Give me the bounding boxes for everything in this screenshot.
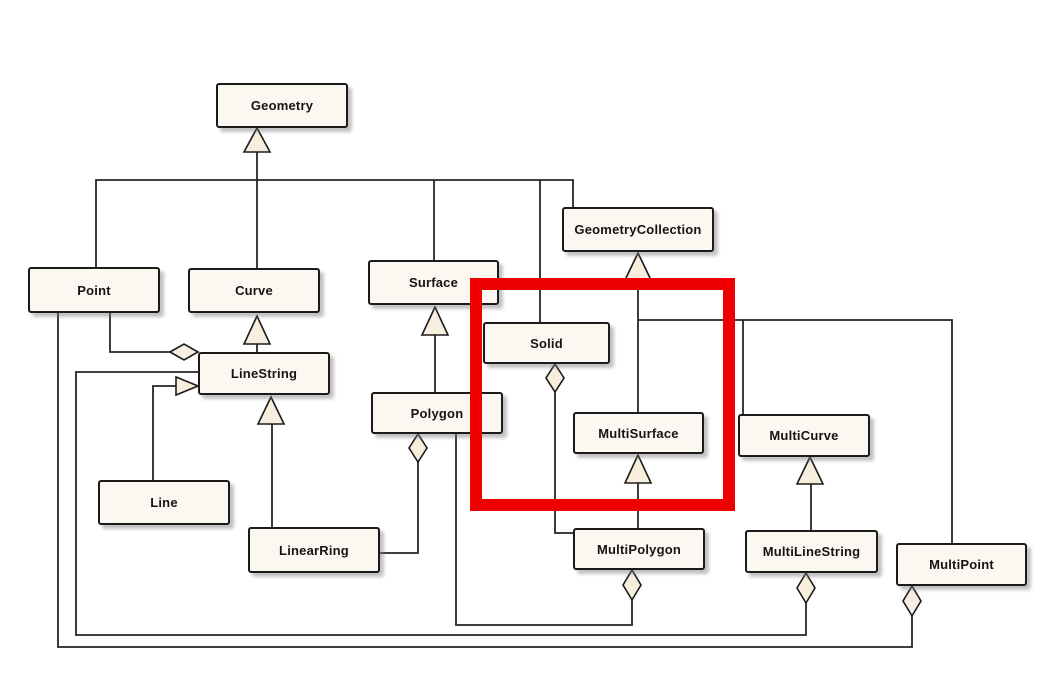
aggregation-diamond-multipolygon [622, 568, 642, 602]
generalization-arrowhead-curve [242, 314, 272, 345]
edge-solid-aggregates-multipolygon [554, 391, 573, 534]
class-box-geometry: Geometry [216, 83, 348, 128]
generalization-arrowhead-surface [420, 305, 450, 336]
edge-polygon-aggregates-linearring [380, 461, 419, 554]
generalization-arrowhead-geometrycollection [623, 251, 653, 281]
class-box-multicurve: MultiCurve [738, 414, 870, 457]
aggregation-diamond-multipoint [902, 584, 922, 618]
edge-generalization-bus [95, 179, 574, 267]
generalization-arrowhead-linestring-bottom [256, 395, 286, 425]
generalization-arrowhead-linestring-left [175, 375, 201, 397]
generalization-arrowhead-multicurve [795, 455, 825, 485]
class-box-solid: Solid [483, 322, 610, 364]
edge-multipoint-aggregates-point [57, 313, 913, 648]
aggregation-diamond-linestring [168, 343, 200, 361]
generalization-arrowhead-geometry [242, 126, 272, 153]
edge-multilinestring-aggregates-linestring [75, 371, 807, 636]
generalization-arrowhead-multisurface [623, 453, 653, 484]
edge-linestring-aggregates-point [109, 313, 171, 353]
class-box-point: Point [28, 267, 160, 313]
aggregation-diamond-solid [545, 362, 565, 394]
class-box-multisurface: MultiSurface [573, 412, 704, 454]
class-box-linearring: LinearRing [248, 527, 380, 573]
class-box-curve: Curve [188, 268, 320, 313]
class-box-geometrycollection: GeometryCollection [562, 207, 714, 252]
aggregation-diamond-polygon [408, 432, 428, 464]
class-box-multipolygon: MultiPolygon [573, 528, 705, 570]
edge-multipolygon-aggregates-polygon [455, 434, 633, 626]
red-highlight-rectangle [470, 278, 735, 511]
class-box-linestring: LineString [198, 352, 330, 395]
edge-line-to-linestring [152, 385, 177, 480]
class-box-multipoint: MultiPoint [896, 543, 1027, 586]
aggregation-diamond-multilinestring [796, 571, 816, 605]
class-box-line: Line [98, 480, 230, 525]
class-box-multilinestring: MultiLineString [745, 530, 878, 573]
